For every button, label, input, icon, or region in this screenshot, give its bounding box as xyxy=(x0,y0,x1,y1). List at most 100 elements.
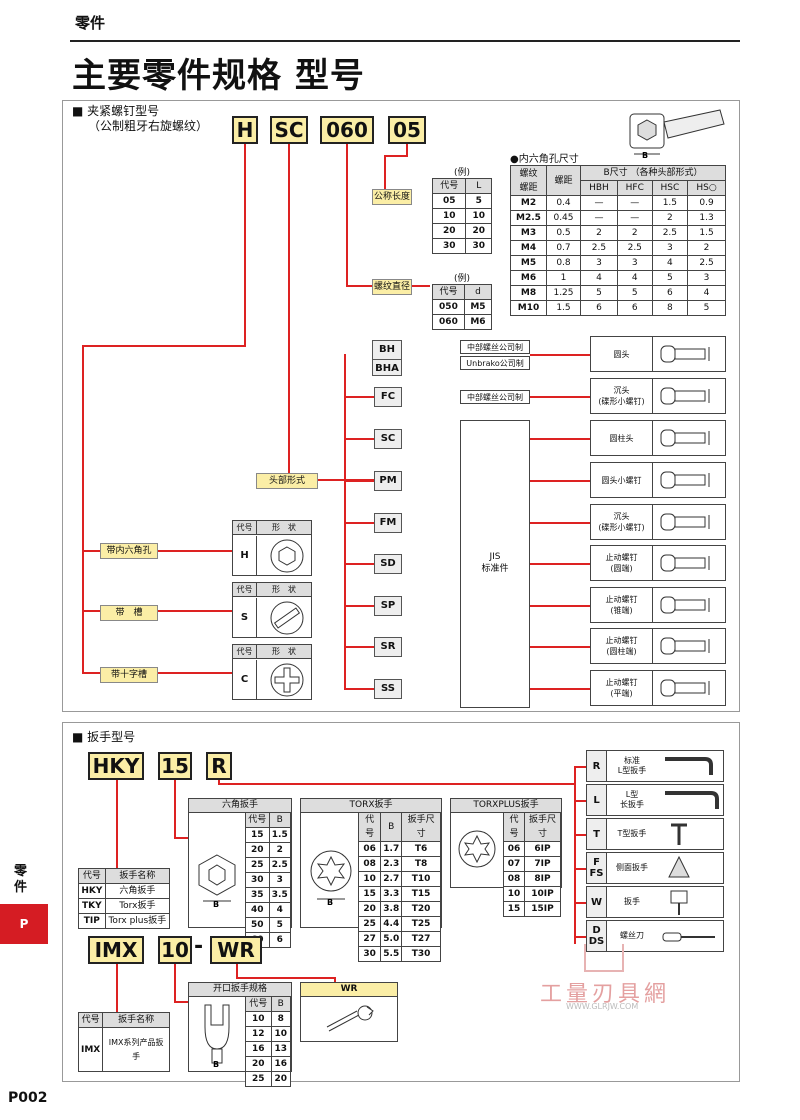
connector xyxy=(288,479,374,481)
cell: 2.7 xyxy=(380,871,403,887)
cell: 15 xyxy=(503,901,525,917)
cell: 20 xyxy=(357,901,382,917)
code-10: 10 xyxy=(158,936,192,964)
cell: 6 xyxy=(616,300,653,316)
svg-text:B: B xyxy=(213,1060,219,1069)
wr-title: WR xyxy=(301,983,397,997)
connector xyxy=(384,155,408,157)
svg-text:B: B xyxy=(213,900,219,909)
cell: T15 xyxy=(401,886,441,902)
head-code-box: FC xyxy=(374,387,402,407)
head-form-label: 头部形式 xyxy=(256,473,318,489)
head-code-box: FM xyxy=(374,513,402,533)
cell: M3 xyxy=(510,225,547,241)
connector xyxy=(530,354,590,356)
cell: 15 xyxy=(245,827,270,843)
connector xyxy=(174,1001,188,1003)
cell: 30 xyxy=(465,238,492,254)
cell: M2.5 xyxy=(510,210,547,226)
cell: 10 xyxy=(503,886,525,902)
cell: 30 xyxy=(245,872,270,888)
header-cell: B xyxy=(268,812,292,828)
screw-profile-icon xyxy=(660,471,710,489)
connector xyxy=(574,868,586,870)
page-title: 主要零件规格 型号 xyxy=(72,56,365,96)
torx-wrench-icon: B xyxy=(310,850,352,905)
header-cell: 螺距 xyxy=(546,165,581,196)
cell: 25 xyxy=(245,1071,272,1087)
header-cell: 代号 xyxy=(431,178,467,194)
long-l-wrench-icon xyxy=(665,791,719,809)
header-cell: 形 状 xyxy=(272,647,296,656)
cell: T6 xyxy=(401,841,441,857)
cell: 2.5 xyxy=(616,240,653,256)
cell: 10 xyxy=(270,1026,292,1042)
cell: 5.5 xyxy=(380,946,403,962)
head-shape-card: 止动螺钉(平端) xyxy=(590,670,726,706)
cell: 20 xyxy=(431,223,467,239)
cell: 3 xyxy=(580,255,618,271)
note-jis: JIS 标准件 xyxy=(460,420,530,708)
drive-code: H xyxy=(233,536,257,576)
cell: 3.8 xyxy=(380,901,403,917)
side-tab-p[interactable]: P xyxy=(0,904,48,944)
cell: 25 xyxy=(357,916,382,932)
watermark-logo xyxy=(584,944,624,972)
code-imx: IMX xyxy=(88,936,144,964)
cell: 2.5 xyxy=(687,255,726,271)
connector xyxy=(116,780,118,870)
connector xyxy=(574,902,586,904)
cell: 3 xyxy=(651,240,689,256)
cell: 2 xyxy=(580,225,618,241)
connector xyxy=(530,605,590,607)
header-cell: HS○ xyxy=(687,180,726,196)
head-shape-card: 止动螺钉(锥端) xyxy=(590,587,726,623)
length-example-caption: (例) xyxy=(453,168,471,178)
note-bh: 中部螺丝公司制 xyxy=(460,340,530,354)
cell: 6 xyxy=(580,300,618,316)
cell: 06 xyxy=(503,841,525,857)
open-wrench-title: 开口扳手规格 xyxy=(189,983,291,997)
cell: 10 xyxy=(245,1011,272,1027)
cell: 3.5 xyxy=(268,887,292,903)
cell: 6IP xyxy=(523,841,562,857)
drive-code: C xyxy=(233,660,257,700)
drive-code: S xyxy=(233,598,257,638)
cell: 3.3 xyxy=(380,886,403,902)
thread-diameter-label: 螺纹直径 xyxy=(372,279,412,295)
connector xyxy=(530,522,590,524)
code-hky: HKY xyxy=(88,752,144,780)
type-name: 扳手 xyxy=(624,897,640,906)
header-cell: 扳手尺寸 xyxy=(401,812,441,842)
cell: — xyxy=(616,195,653,211)
cell: 3 xyxy=(687,270,726,286)
shape-label: 圆头 xyxy=(613,349,630,359)
diameter-example-caption: (例) xyxy=(453,274,471,284)
header-cell: 形 状 xyxy=(272,523,296,532)
shape-label: (平端) xyxy=(610,689,633,698)
connector xyxy=(344,522,374,524)
cell: 2.5 xyxy=(651,225,689,241)
header-cell: 扳手尺寸 xyxy=(523,812,562,842)
head-code-box: SP xyxy=(374,596,402,616)
connector xyxy=(344,396,374,398)
note-fc: 中部螺丝公司制 xyxy=(460,390,530,404)
head-shape-card: 圆头小螺钉 xyxy=(590,462,726,498)
